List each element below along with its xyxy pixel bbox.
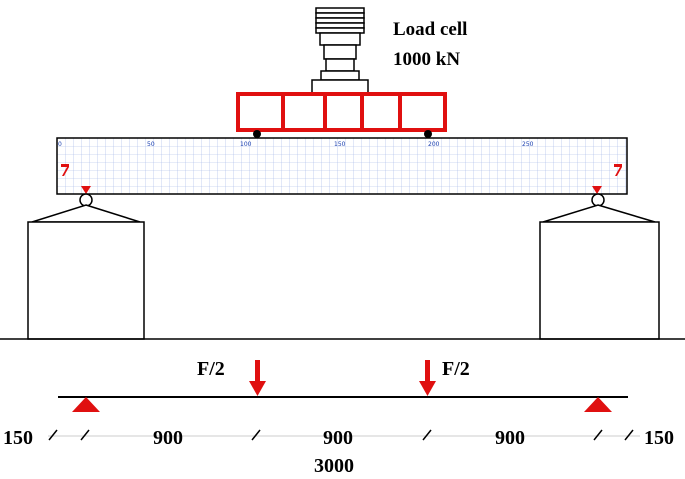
dimension-span-3: 900 (495, 427, 525, 449)
support-left (27, 193, 145, 340)
support-indicator-left (81, 186, 91, 194)
load-cell-capacity: 1000 kN (393, 49, 460, 70)
load-point-left (253, 130, 261, 138)
grid-tick-200: 200 (428, 141, 440, 148)
schematic-support-right (584, 397, 612, 412)
load-cell-title: Load cell (393, 19, 467, 40)
grid-tick-100: 100 (240, 141, 252, 148)
grid-tick-labels: 0 50 100 150 200 250 (58, 141, 534, 148)
dimension-span-2: 900 (323, 427, 353, 449)
dimension-right-overhang: 150 (644, 427, 674, 449)
schematic-support-left (72, 397, 100, 412)
loading-frame (236, 92, 447, 132)
load-label-right: F/2 (442, 358, 470, 380)
beam-end-marker-right (614, 164, 622, 176)
support-right (539, 193, 660, 340)
grid-tick-250: 250 (522, 141, 534, 148)
dimension-left-overhang: 150 (3, 427, 33, 449)
dimension-ticks (48, 429, 634, 441)
grid-tick-50: 50 (147, 141, 155, 148)
load-arrow-right (419, 360, 436, 396)
grid-tick-150: 150 (334, 141, 346, 148)
load-arrow-left (249, 360, 266, 396)
dimension-span-1: 900 (153, 427, 183, 449)
grid-tick-0: 0 (58, 141, 62, 148)
support-indicator-right (592, 186, 602, 194)
load-point-right (424, 130, 432, 138)
dimension-total-length: 3000 (314, 455, 354, 477)
load-label-left: F/2 (197, 358, 225, 380)
beam-end-marker-left (61, 164, 69, 176)
concrete-beam (56, 137, 628, 195)
load-cell (311, 7, 369, 95)
